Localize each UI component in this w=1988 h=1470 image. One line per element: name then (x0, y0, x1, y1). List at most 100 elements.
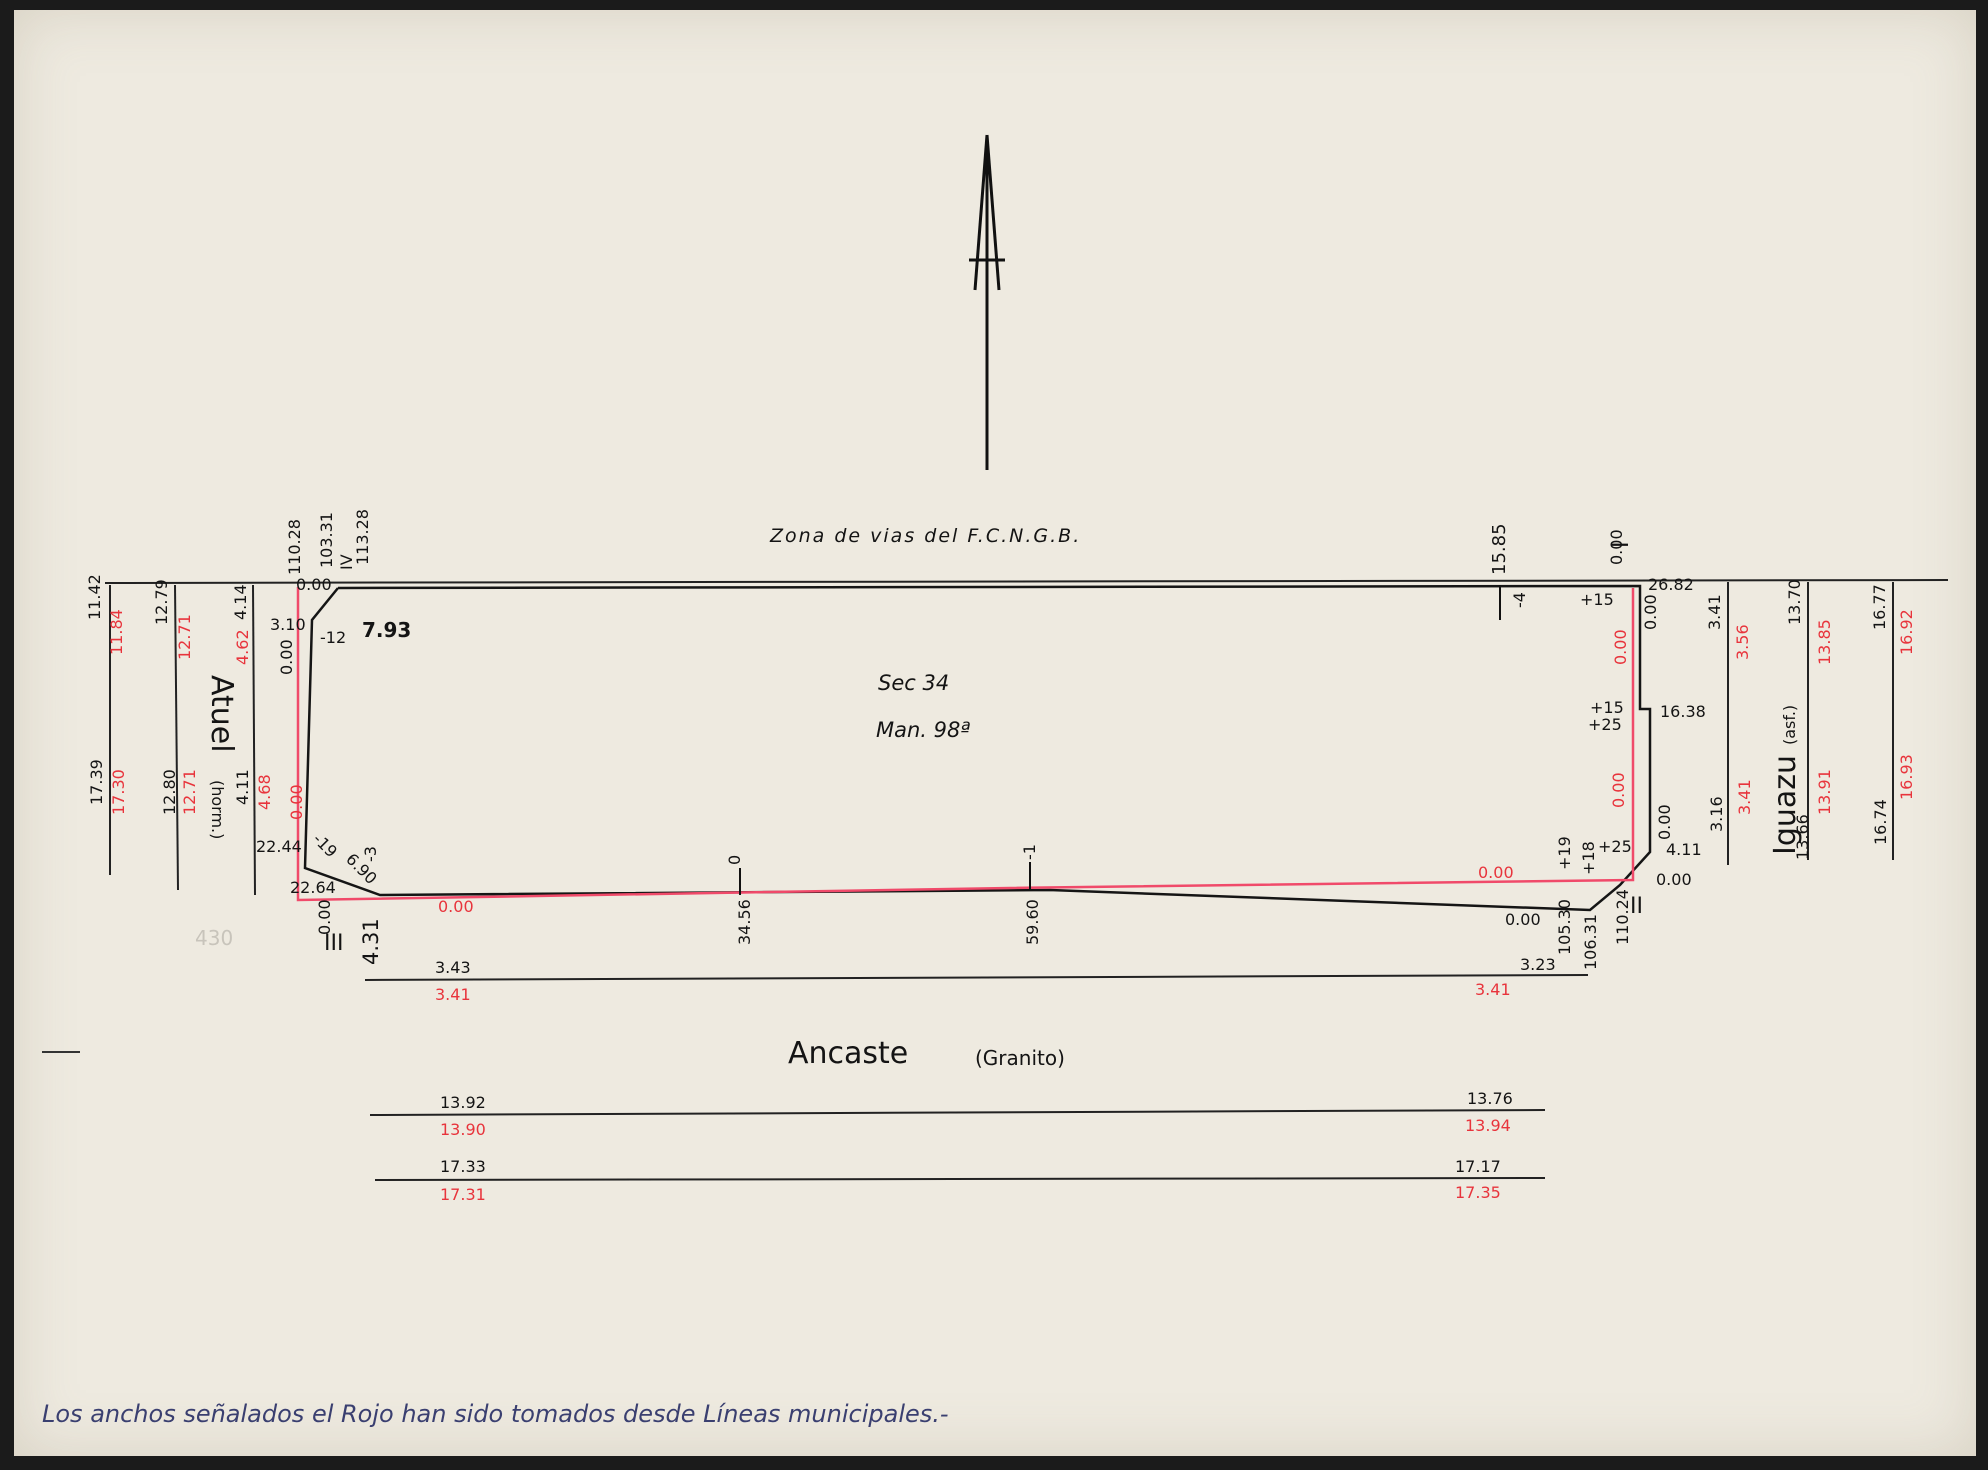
svg-text:3.56: 3.56 (1733, 624, 1752, 660)
svg-text:13.92: 13.92 (440, 1093, 486, 1112)
svg-text:12.80: 12.80 (160, 769, 179, 815)
svg-text:13.94: 13.94 (1465, 1116, 1511, 1135)
svg-text:0.00: 0.00 (1505, 910, 1541, 929)
svg-text:16.74: 16.74 (1871, 799, 1890, 845)
svg-text:13.90: 13.90 (440, 1120, 486, 1139)
svg-text:0.00: 0.00 (1478, 863, 1514, 882)
faded-mark: 430 (195, 926, 233, 950)
svg-text:16.77: 16.77 (1870, 584, 1889, 630)
svg-text:13.85: 13.85 (1815, 619, 1834, 665)
svg-text:113.28: 113.28 (353, 509, 372, 565)
svg-text:0.00: 0.00 (1609, 772, 1628, 808)
svg-text:7.93: 7.93 (362, 618, 411, 642)
svg-text:22.64: 22.64 (290, 878, 336, 897)
right-measures: 3.41 3.56 3.16 3.41 13.70 13.85 13.66 13… (1705, 579, 1916, 860)
svg-text:4.11: 4.11 (233, 769, 252, 805)
svg-text:0.00: 0.00 (277, 639, 296, 675)
zone-label: Zona de vias del F.C.N.G.B. (769, 525, 1081, 547)
block-label: Man. 98ª (876, 718, 970, 742)
svg-text:59.60: 59.60 (1023, 899, 1042, 945)
svg-text:0: 0 (725, 855, 744, 865)
svg-text:-3: -3 (361, 846, 380, 862)
left-measures: 11.42 11.84 17.39 17.30 12.79 12.71 12.8… (85, 574, 274, 815)
nw-corner-measures: 110.28 103.31 113.28 7.93 3.10 0.00 0.00… (270, 509, 411, 820)
bottom-measures: 3.43 3.41 3.23 3.41 13.92 13.90 13.76 13… (435, 955, 1556, 1204)
svg-text:13.70: 13.70 (1785, 579, 1804, 625)
svg-text:12.71: 12.71 (175, 614, 194, 660)
svg-text:0.00: 0.00 (287, 784, 306, 820)
svg-text:13.91: 13.91 (1815, 769, 1834, 815)
svg-text:4.14: 4.14 (231, 584, 250, 620)
svg-text:-1: -1 (1020, 844, 1039, 860)
svg-text:0.00: 0.00 (315, 899, 334, 935)
bottom-frontage-marks: 0 34.56 -1 59.60 (725, 844, 1042, 945)
svg-text:4.11: 4.11 (1666, 840, 1702, 859)
sw-corner-measures: 22.44 22.64 0.00 6.90 4.31 -19 -3 0.00 (256, 829, 474, 965)
svg-text:12.79: 12.79 (152, 579, 171, 625)
svg-text:34.56: 34.56 (735, 899, 754, 945)
svg-text:13.76: 13.76 (1467, 1089, 1513, 1108)
lot-outline (303, 584, 1652, 912)
street-ancaste-paving: (Granito) (975, 1046, 1065, 1070)
svg-text:0.00: 0.00 (1607, 529, 1626, 565)
street-ancaste: Ancaste (788, 1036, 908, 1071)
svg-text:17.31: 17.31 (440, 1185, 486, 1204)
railway-line (104, 579, 1949, 584)
svg-text:+15: +15 (1580, 590, 1614, 609)
svg-text:+25: +25 (1588, 715, 1622, 734)
north-arrow-icon (969, 134, 1005, 470)
svg-text:4.62: 4.62 (233, 629, 252, 665)
svg-text:-4: -4 (1510, 592, 1529, 608)
svg-text:15.85: 15.85 (1489, 523, 1510, 575)
municipal-line (296, 587, 1635, 902)
svg-text:3.41: 3.41 (1475, 980, 1511, 999)
street-atuel-paving: (horm.) (208, 780, 227, 839)
svg-text:110.28: 110.28 (285, 519, 304, 575)
svg-text:12.71: 12.71 (180, 769, 199, 815)
svg-text:+25: +25 (1598, 837, 1632, 856)
svg-text:3.10: 3.10 (270, 615, 306, 634)
svg-text:3.41: 3.41 (1705, 594, 1724, 630)
svg-text:105.30: 105.30 (1555, 899, 1574, 955)
svg-text:3.43: 3.43 (435, 958, 471, 977)
svg-text:0.00: 0.00 (1655, 804, 1674, 840)
svg-text:22.44: 22.44 (256, 837, 302, 856)
svg-text:13.66: 13.66 (1793, 814, 1812, 860)
svg-text:0.00: 0.00 (1611, 629, 1630, 665)
svg-text:0.00: 0.00 (1641, 594, 1660, 630)
corner-i: I (1609, 542, 1634, 549)
svg-text:3.41: 3.41 (435, 985, 471, 1004)
corner-iv: IV (337, 554, 356, 570)
footnote: Los anchos señalados el Rojo han sido to… (42, 1400, 949, 1428)
svg-text:3.41: 3.41 (1735, 779, 1754, 815)
svg-text:0.00: 0.00 (438, 897, 474, 916)
svg-text:17.17: 17.17 (1455, 1157, 1501, 1176)
svg-text:-19: -19 (309, 829, 341, 861)
svg-text:11.42: 11.42 (85, 574, 104, 620)
svg-text:16.92: 16.92 (1897, 609, 1916, 655)
svg-text:11.84: 11.84 (107, 609, 126, 655)
corner-ii: II (1630, 894, 1643, 919)
svg-text:+19: +19 (1555, 836, 1574, 870)
ne-corner-measures: 0.00 26.82 +15 0.00 0.00 +15 +25 16.38 0… (1580, 529, 1706, 889)
svg-text:17.30: 17.30 (109, 769, 128, 815)
svg-text:+15: +15 (1590, 698, 1624, 717)
street-iguazu-paving: (asf.) (1780, 705, 1799, 745)
svg-text:-12: -12 (320, 628, 346, 647)
svg-text:17.35: 17.35 (1455, 1183, 1501, 1202)
section-label: Sec 34 (878, 671, 949, 695)
svg-text:4.31: 4.31 (359, 918, 383, 965)
svg-text:26.82: 26.82 (1648, 575, 1694, 594)
svg-text:110.24: 110.24 (1613, 889, 1632, 945)
atuel-street-lines (109, 584, 256, 896)
svg-text:+18: +18 (1579, 841, 1598, 875)
svg-text:16.93: 16.93 (1897, 754, 1916, 800)
svg-text:3.23: 3.23 (1520, 955, 1556, 974)
svg-text:4.68: 4.68 (255, 774, 274, 810)
ancaste-street-lines (364, 974, 1589, 1181)
svg-text:17.33: 17.33 (440, 1157, 486, 1176)
street-atuel: Atuel (204, 675, 239, 753)
se-corner-measures: +19 +18 0.00 105.30 106.31 110.24 0.00 (1478, 836, 1632, 970)
